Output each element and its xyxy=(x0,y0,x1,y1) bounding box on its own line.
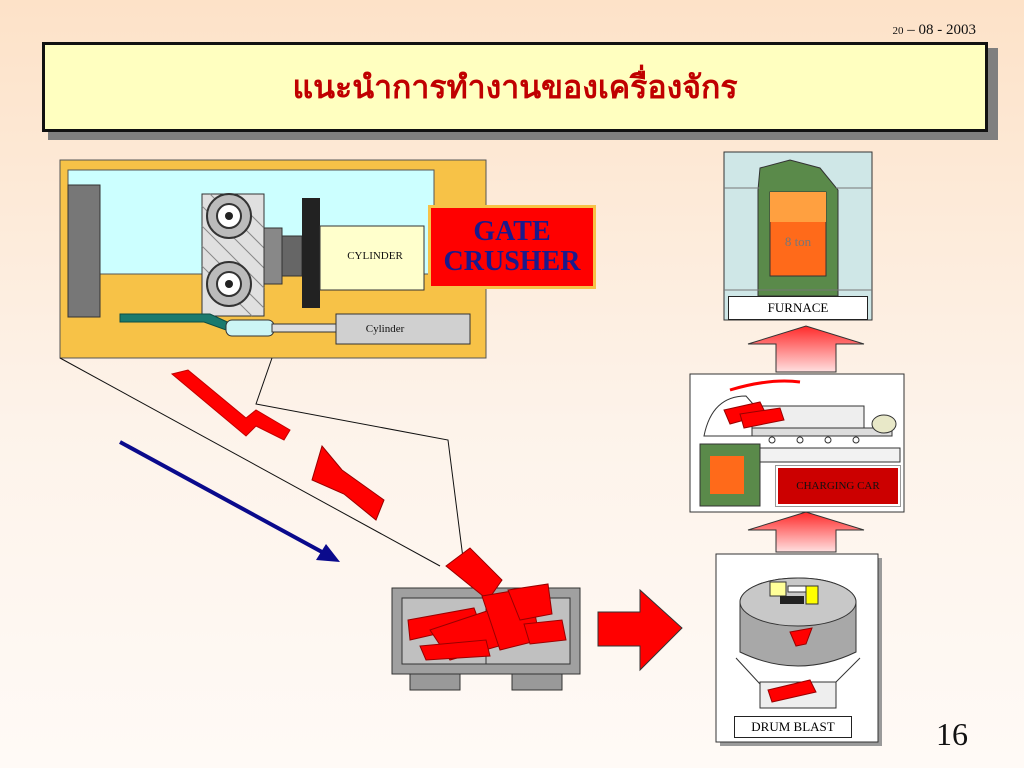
gate-label-line2: CRUSHER xyxy=(443,246,581,277)
title-banner: แนะนำการทำงานของเครื่องจักร xyxy=(42,42,988,132)
gate-label-line1: GATE xyxy=(473,216,551,247)
page-number: 16 xyxy=(936,716,968,752)
falling-part xyxy=(311,444,385,521)
slide-title: แนะนำการทำงานของเครื่องจักร xyxy=(292,67,738,106)
scrap-bin xyxy=(391,547,581,691)
furnace-panel xyxy=(723,151,873,321)
drum-blast-panel xyxy=(715,553,882,746)
up-arrow-bottom xyxy=(747,511,865,553)
lightning-shape xyxy=(170,369,291,441)
gate-crusher-label: GATE CRUSHER xyxy=(428,205,596,289)
cylinder-lower-label: Cylinder xyxy=(365,323,405,335)
gate-crusher-machine xyxy=(59,159,487,359)
up-arrow-top xyxy=(747,325,865,373)
cylinder-upper-label: CYLINDER xyxy=(347,250,403,262)
drum-blast-label: DRUM BLAST xyxy=(734,716,852,738)
charging-car-label: CHARGING CAR xyxy=(775,465,901,507)
blue-arrow xyxy=(119,440,340,562)
date-label: 20 – 08 - 2003 xyxy=(892,22,977,38)
red-arrow xyxy=(597,588,683,672)
furnace-ton-label: 8 ton xyxy=(784,234,812,249)
furnace-label: FURNACE xyxy=(728,296,868,320)
